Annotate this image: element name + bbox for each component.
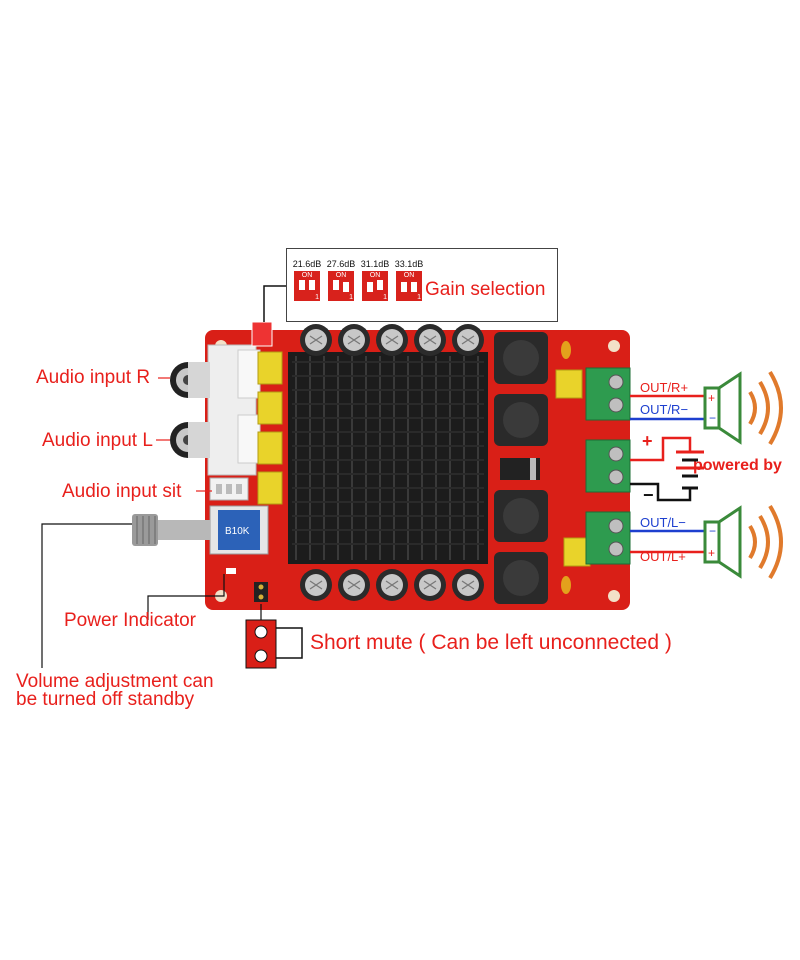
- battery-icon: [676, 450, 704, 490]
- gain-db-label: 27.6dB: [326, 259, 356, 269]
- capacitor-vent: [385, 580, 399, 590]
- gain-db-label: 31.1dB: [360, 259, 390, 269]
- gain-leader-line: [263, 285, 286, 322]
- gain-db-label: 33.1dB: [394, 259, 424, 269]
- svg-text:−: −: [709, 524, 716, 538]
- label-audio-input-r: Audio input R: [36, 367, 151, 388]
- power-wire-minus: [630, 482, 692, 502]
- gain-pins-label: 1 2: [383, 294, 393, 301]
- speaker-icon: [703, 505, 742, 579]
- dip-switch-icon: ON 1 2: [328, 271, 359, 301]
- speaker-icon: [703, 371, 742, 445]
- input-capacitor: [257, 391, 283, 425]
- terminal-block-power: [585, 439, 631, 493]
- gain-on-label: ON: [369, 272, 381, 279]
- potentiometer-shaft: [154, 520, 210, 540]
- dip-switch: [251, 321, 273, 347]
- svg-text:−: −: [709, 411, 716, 425]
- gain-on-label: ON: [301, 272, 313, 279]
- gain-option: 21.6dB ON 1 2: [291, 259, 325, 301]
- terminal-block-l: [585, 511, 631, 565]
- power-led: [226, 568, 236, 574]
- label-out-r-minus: OUT/R−: [640, 402, 689, 417]
- leader-power: [147, 574, 225, 620]
- label-short-mute: Short mute ( Can be left unconnected ): [310, 631, 672, 654]
- label-power-indicator: Power Indicator: [64, 610, 197, 631]
- heatsink: [288, 352, 488, 564]
- gain-pins-label: 1 2: [315, 294, 325, 301]
- mute-header: [254, 582, 268, 602]
- gain-selection-panel: 21.6dB ON 1 2 27.6dB ON 1 2 31.1dB ON 1 …: [286, 248, 558, 322]
- input-capacitor: [257, 431, 283, 465]
- capacitor-vent: [309, 580, 323, 590]
- gain-db-label: 21.6dB: [292, 259, 322, 269]
- leader-volume: [41, 523, 132, 668]
- label-plus-sign: +: [642, 431, 653, 451]
- capacitor-vent: [385, 335, 399, 345]
- label-volume-line1: Volume adjustment can: [16, 671, 214, 692]
- label-out-l-plus: OUT/L+: [640, 549, 686, 564]
- power-wire-plus: [630, 436, 692, 462]
- svg-text:+: +: [708, 546, 715, 560]
- label-out-l-minus: OUT/L−: [640, 515, 686, 530]
- dip-switch-icon: ON 1 2: [294, 271, 325, 301]
- input-capacitor: [257, 351, 283, 385]
- gain-on-label: ON: [403, 272, 415, 279]
- gain-option: 33.1dB ON 1 2: [393, 259, 427, 301]
- gain-on-label: ON: [335, 272, 347, 279]
- capacitor-vent: [423, 580, 437, 590]
- capacitor-vent: [347, 335, 361, 345]
- label-powered-by: powered by: [693, 457, 782, 474]
- dip-switch-icon: ON 1 2: [396, 271, 427, 301]
- capacitor-vent: [461, 580, 475, 590]
- gain-pins-label: 1 2: [349, 294, 359, 301]
- dip-switch-icon: ON 1 2: [362, 271, 393, 301]
- capacitor-vent: [309, 335, 323, 345]
- svg-text:+: +: [708, 391, 715, 405]
- label-minus-sign: −: [643, 485, 654, 505]
- sound-waves-icon: [748, 370, 783, 446]
- gain-pins-label: 1 2: [417, 294, 427, 301]
- label-audio-input-sit: Audio input sit: [62, 481, 182, 502]
- mount-hole: [608, 340, 620, 352]
- capacitor-vent: [461, 335, 475, 345]
- gain-option: 31.1dB ON 1 2: [359, 259, 393, 301]
- input-capacitor: [257, 471, 283, 505]
- gain-selection-title: Gain selection: [425, 279, 546, 300]
- sound-waves-icon: [748, 504, 783, 580]
- label-audio-input-l: Audio input L: [42, 430, 153, 451]
- mount-hole: [608, 590, 620, 602]
- capacitor-vent: [423, 335, 437, 345]
- terminal-block-r: [585, 367, 631, 421]
- capacitor-vent: [347, 580, 361, 590]
- label-volume-line2: be turned off standby: [16, 689, 195, 710]
- gain-option: 27.6dB ON 1 2: [325, 259, 359, 301]
- svg-text:B10K: B10K: [225, 526, 250, 537]
- label-out-r-plus: OUT/R+: [640, 380, 689, 395]
